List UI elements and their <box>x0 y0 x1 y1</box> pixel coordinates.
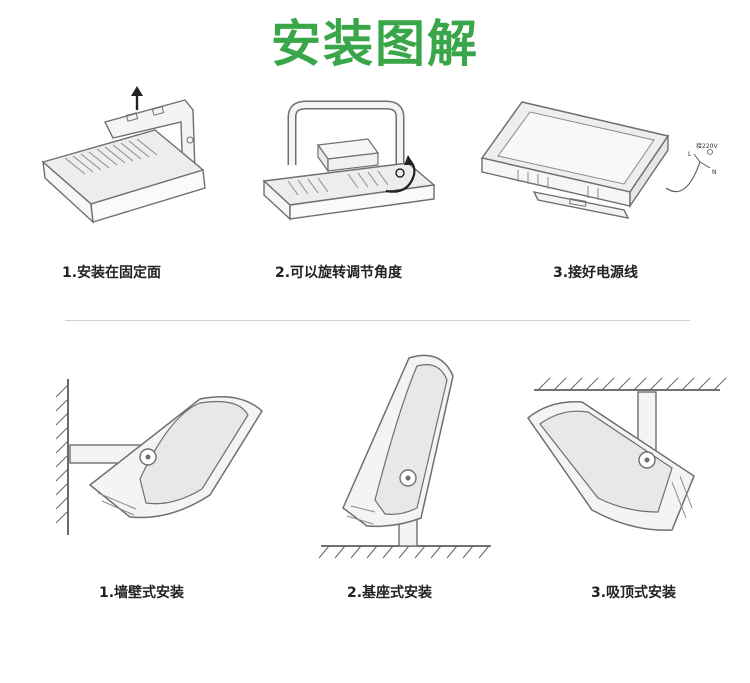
step-3-label: 3.接好电源线 <box>553 265 639 281</box>
step-2-label: 2.可以旋转调节角度 <box>275 265 403 281</box>
base-mount-illustration <box>315 348 495 563</box>
ceiling-mount-illustration <box>522 372 727 542</box>
step-1-label: 1.安装在固定面 <box>62 265 162 281</box>
page-title: 安装图解 <box>271 15 479 73</box>
step-3-illustration: L N 接220V <box>478 92 723 237</box>
step-2-illustration <box>258 95 448 235</box>
wire-l-label: L <box>688 151 692 158</box>
step-1-illustration <box>35 82 225 232</box>
wire-voltage-label: 接220V <box>696 142 718 150</box>
mount-1-label: 1.墙壁式安装 <box>99 585 185 601</box>
section-divider <box>65 320 690 321</box>
wall-mount-illustration <box>50 375 275 540</box>
mount-3-label: 3.吸顶式安装 <box>591 585 677 601</box>
wire-n-label: N <box>712 169 717 176</box>
mount-2-label: 2.基座式安装 <box>347 585 433 601</box>
